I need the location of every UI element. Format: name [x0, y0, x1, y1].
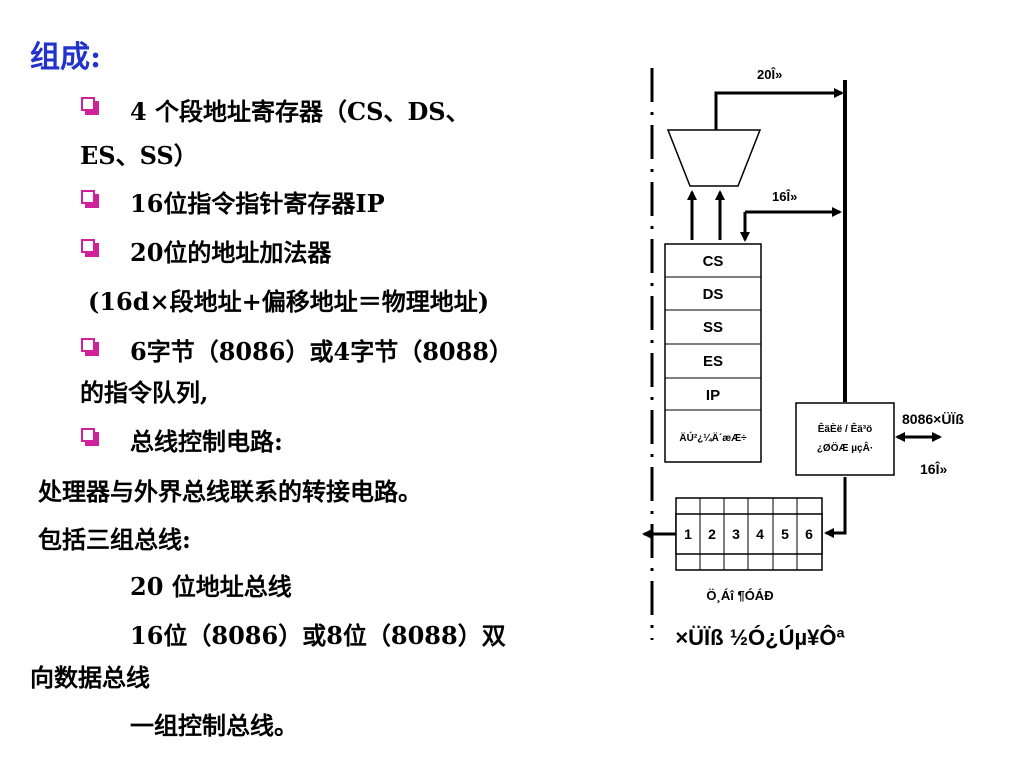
label-16bit-right: 16Î»	[920, 460, 947, 477]
address-formula: (16d×段地址+偏移地址＝物理地址)	[88, 287, 490, 316]
queue-label: Ö¸Áî ¶ÓÁÐ	[706, 588, 773, 603]
bullet-3-text: 20位的地址加法器	[130, 238, 332, 267]
label-16bit-top: 16Î»	[772, 189, 797, 204]
reg-ss: SS	[703, 319, 723, 336]
queue-cell-1: 1	[684, 526, 692, 542]
bullet-1-text: 4 个段地址寄存器（CS、DS、	[130, 97, 470, 126]
body-line-4: 16位（8086）或8位（8088）双	[130, 621, 506, 650]
queue-cell-2: 2	[708, 526, 716, 542]
reg-es: ES	[703, 353, 723, 370]
ext-bus-label: 8086×ÜÏß	[902, 411, 964, 427]
body-line-3: 20 位地址总线	[130, 572, 292, 601]
queue-cell-4: 4	[756, 526, 764, 542]
bus-control-label-2: ¿ØÖÆ µçÂ·	[817, 441, 873, 454]
register-file	[664, 243, 762, 463]
bullet-4-text: 6字节（8086）或4字节（8088）	[130, 337, 513, 366]
body-line-5: 向数据总线	[30, 663, 150, 692]
bullet-marker	[81, 239, 95, 253]
bullet-marker	[81, 97, 95, 111]
queue-cell-5: 5	[781, 526, 789, 542]
biu-label: ×ÜÏß ½Ó¿Úµ¥Ôª	[675, 625, 845, 650]
bullet-marker	[81, 338, 95, 352]
bullet-marker	[81, 190, 95, 204]
bullet-2-text: 16位指令指针寄存器IP	[130, 189, 385, 218]
queue-cell-6: 6	[805, 526, 813, 542]
bullet-5-text: 总线控制电路:	[130, 427, 283, 456]
control-to-queue-arrow	[824, 477, 847, 538]
bus-control-label-1: ÊäÈë / Êä³ö	[818, 422, 872, 435]
slide-title: 组成:	[30, 40, 102, 75]
body-line-1: 处理器与外界总线联系的转接电路。	[38, 477, 422, 506]
body-line-2: 包括三组总线:	[38, 525, 191, 554]
body-line-6: 一组控制总线。	[130, 711, 298, 740]
label-20bit: 20Î»	[757, 67, 782, 82]
adder-to-bus-arrow	[714, 88, 844, 130]
bullet-4-continuation: 的指令队列,	[80, 378, 209, 407]
bullet-marker	[81, 428, 95, 442]
reg-cs: CS	[703, 253, 724, 270]
bus-control-box	[795, 402, 895, 476]
queue-cell-3: 3	[732, 526, 740, 542]
internal-reg-label: ÄÚ²¿¼Ä´æÆ÷	[679, 431, 747, 444]
address-adder	[666, 129, 762, 187]
bullet-1-continuation: ES、SS）	[80, 141, 198, 170]
reg-ds: DS	[703, 286, 724, 303]
reg-ip: IP	[706, 387, 720, 404]
